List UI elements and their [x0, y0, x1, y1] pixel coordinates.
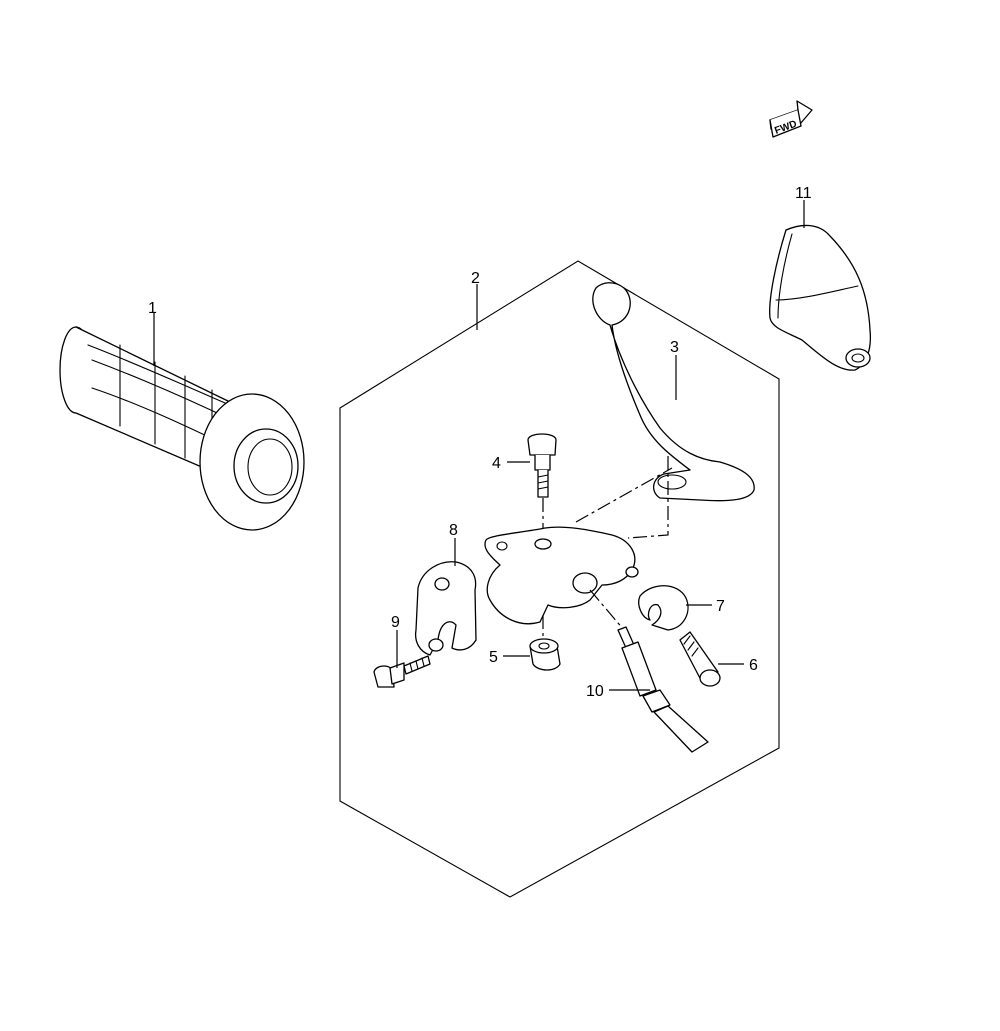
bolt-part-9 [373, 655, 431, 688]
bushing-part-7 [638, 585, 689, 631]
cable-part-10 [589, 589, 709, 753]
adjuster-part-6 [679, 631, 721, 687]
grip-part-1 [59, 326, 305, 531]
callout-10: 10 [586, 683, 604, 700]
lever-axis-line [575, 467, 673, 523]
pivot-bolt-part-4 [527, 433, 557, 498]
lever-holder-bracket [484, 526, 639, 625]
callout-7: 7 [716, 598, 725, 615]
lever-part-3 [592, 282, 755, 502]
callout-8: 8 [449, 522, 458, 539]
clamp-part-8 [414, 561, 477, 656]
fwd-arrow-badge: FWD [769, 100, 813, 138]
callout-3: 3 [670, 339, 679, 356]
lever-pivot-line [627, 456, 669, 539]
callout-2: 2 [471, 270, 480, 287]
callout-5: 5 [489, 649, 498, 666]
callout-9: 9 [391, 614, 400, 631]
callout-11: 11 [795, 185, 812, 202]
callout-6: 6 [749, 657, 758, 674]
callout-4: 4 [492, 455, 501, 472]
kit-outline [339, 260, 780, 898]
lever-cover-part-11 [769, 224, 872, 371]
nut-part-5 [529, 638, 561, 671]
callout-1: 1 [148, 300, 157, 317]
